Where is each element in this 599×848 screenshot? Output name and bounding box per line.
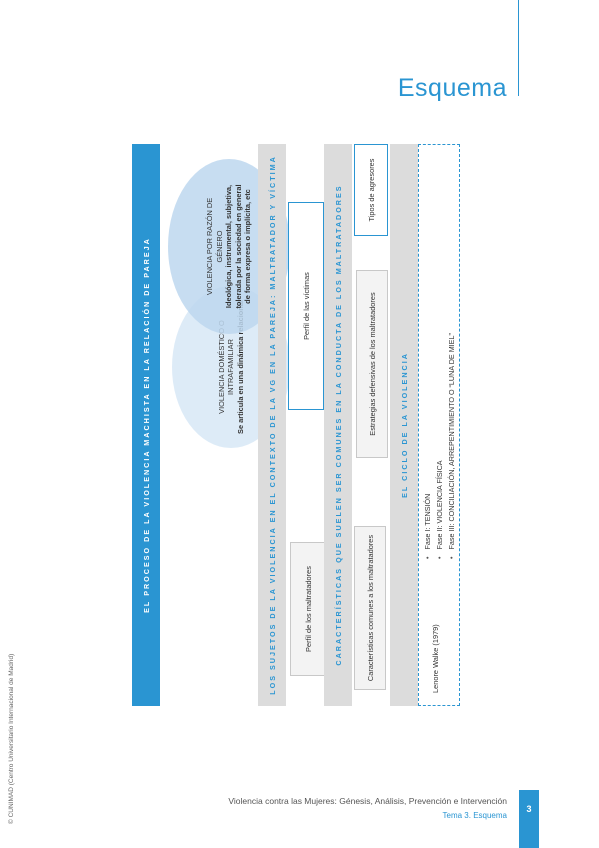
box-perfil-victimas: Perfil de las víctimas (288, 202, 324, 410)
copyright-notice: © CUNIMAD (Centro Universitario Internac… (8, 653, 15, 824)
header-divider-line (518, 0, 519, 96)
footer-topic: Tema 3. Esquema (442, 811, 507, 820)
page-title: Esquema (397, 74, 507, 102)
page-number: 3 (526, 804, 532, 814)
oval-right-text: Ideológica, instrumental, subjetiva, tol… (224, 184, 253, 309)
page-number-tab: 3 (519, 790, 539, 848)
section-title-caracteristicas: CARACTERÍSTICAS QUE SUELEN SER COMUNES E… (324, 144, 352, 706)
phase-list: Fase I: TENSIÓN Fase II: VIOLENCIA FÍSIC… (422, 333, 458, 559)
section-title-sujetos: LOS SUJETOS DE LA VIOLENCIA EN EL CONTEX… (258, 144, 286, 706)
box-caracteristicas-comunes: Características comunes a los maltratado… (354, 526, 386, 690)
oval-right-title: VIOLENCIA POR RAZÓN DE GÉNERO (204, 197, 224, 296)
section-title-proceso: EL PROCESO DE LA VIOLENCIA MACHISTA EN L… (132, 144, 160, 706)
box-tipos-agresores: Tipos de agresores (354, 144, 388, 236)
phase-item: Fase III: CONCILIACIÓN, ARREPENTIMIENTO … (446, 333, 458, 559)
box-estrategias-defensivas: Estrategias defensivas de los maltratado… (356, 270, 388, 458)
phase-item: Fase I: TENSIÓN (422, 333, 434, 559)
ciclo-violencia-box: Lenore Walke (1979) Fase I: TENSIÓN Fase… (418, 144, 460, 706)
author-lenore-walke: Lenore Walke (1979) (431, 624, 440, 693)
phase-item: Fase II: VIOLENCIA FÍSICA (434, 333, 446, 559)
box-perfil-maltratadores: Perfil de los maltratadores (290, 542, 326, 676)
section-title-ciclo: EL CICLO DE LA VIOLENCIA (390, 144, 418, 706)
scheme-diagram: EL PROCESO DE LA VIOLENCIA MACHISTA EN L… (132, 144, 460, 706)
footer-course-title: Violencia contra las Mujeres: Génesis, A… (228, 796, 507, 806)
